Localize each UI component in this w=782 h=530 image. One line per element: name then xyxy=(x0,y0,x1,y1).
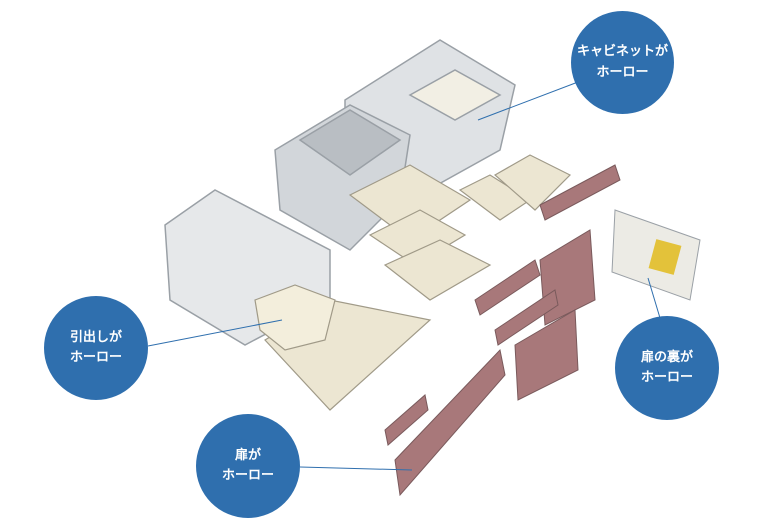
callout-drawer-line1: 引出しが xyxy=(69,329,122,345)
callout-drawer: 引出しが ホーロー xyxy=(44,296,148,400)
callout-cabinet: キャビネットが ホーロー xyxy=(571,11,674,114)
callout-cabinet-line2: ホーロー xyxy=(596,64,649,80)
callout-door-line1: 扉が xyxy=(234,447,261,463)
callout-door-back-line2: ホーロー xyxy=(640,370,693,385)
callout-door: 扉が ホーロー xyxy=(196,414,300,518)
callout-door-line2: ホーロー xyxy=(221,468,274,483)
cabinet-frame xyxy=(164,39,516,346)
drawers xyxy=(254,154,572,411)
callout-lines xyxy=(147,81,661,471)
door-panels xyxy=(384,164,621,497)
callout-door-back: 扉の裏が ホーロー xyxy=(615,316,719,420)
door-back-panel xyxy=(611,209,701,301)
callout-cabinet-line1: キャビネットが xyxy=(576,44,668,60)
callout-drawer-line2: ホーロー xyxy=(69,350,122,365)
callout-door-back-line1: 扉の裏が xyxy=(640,349,693,365)
